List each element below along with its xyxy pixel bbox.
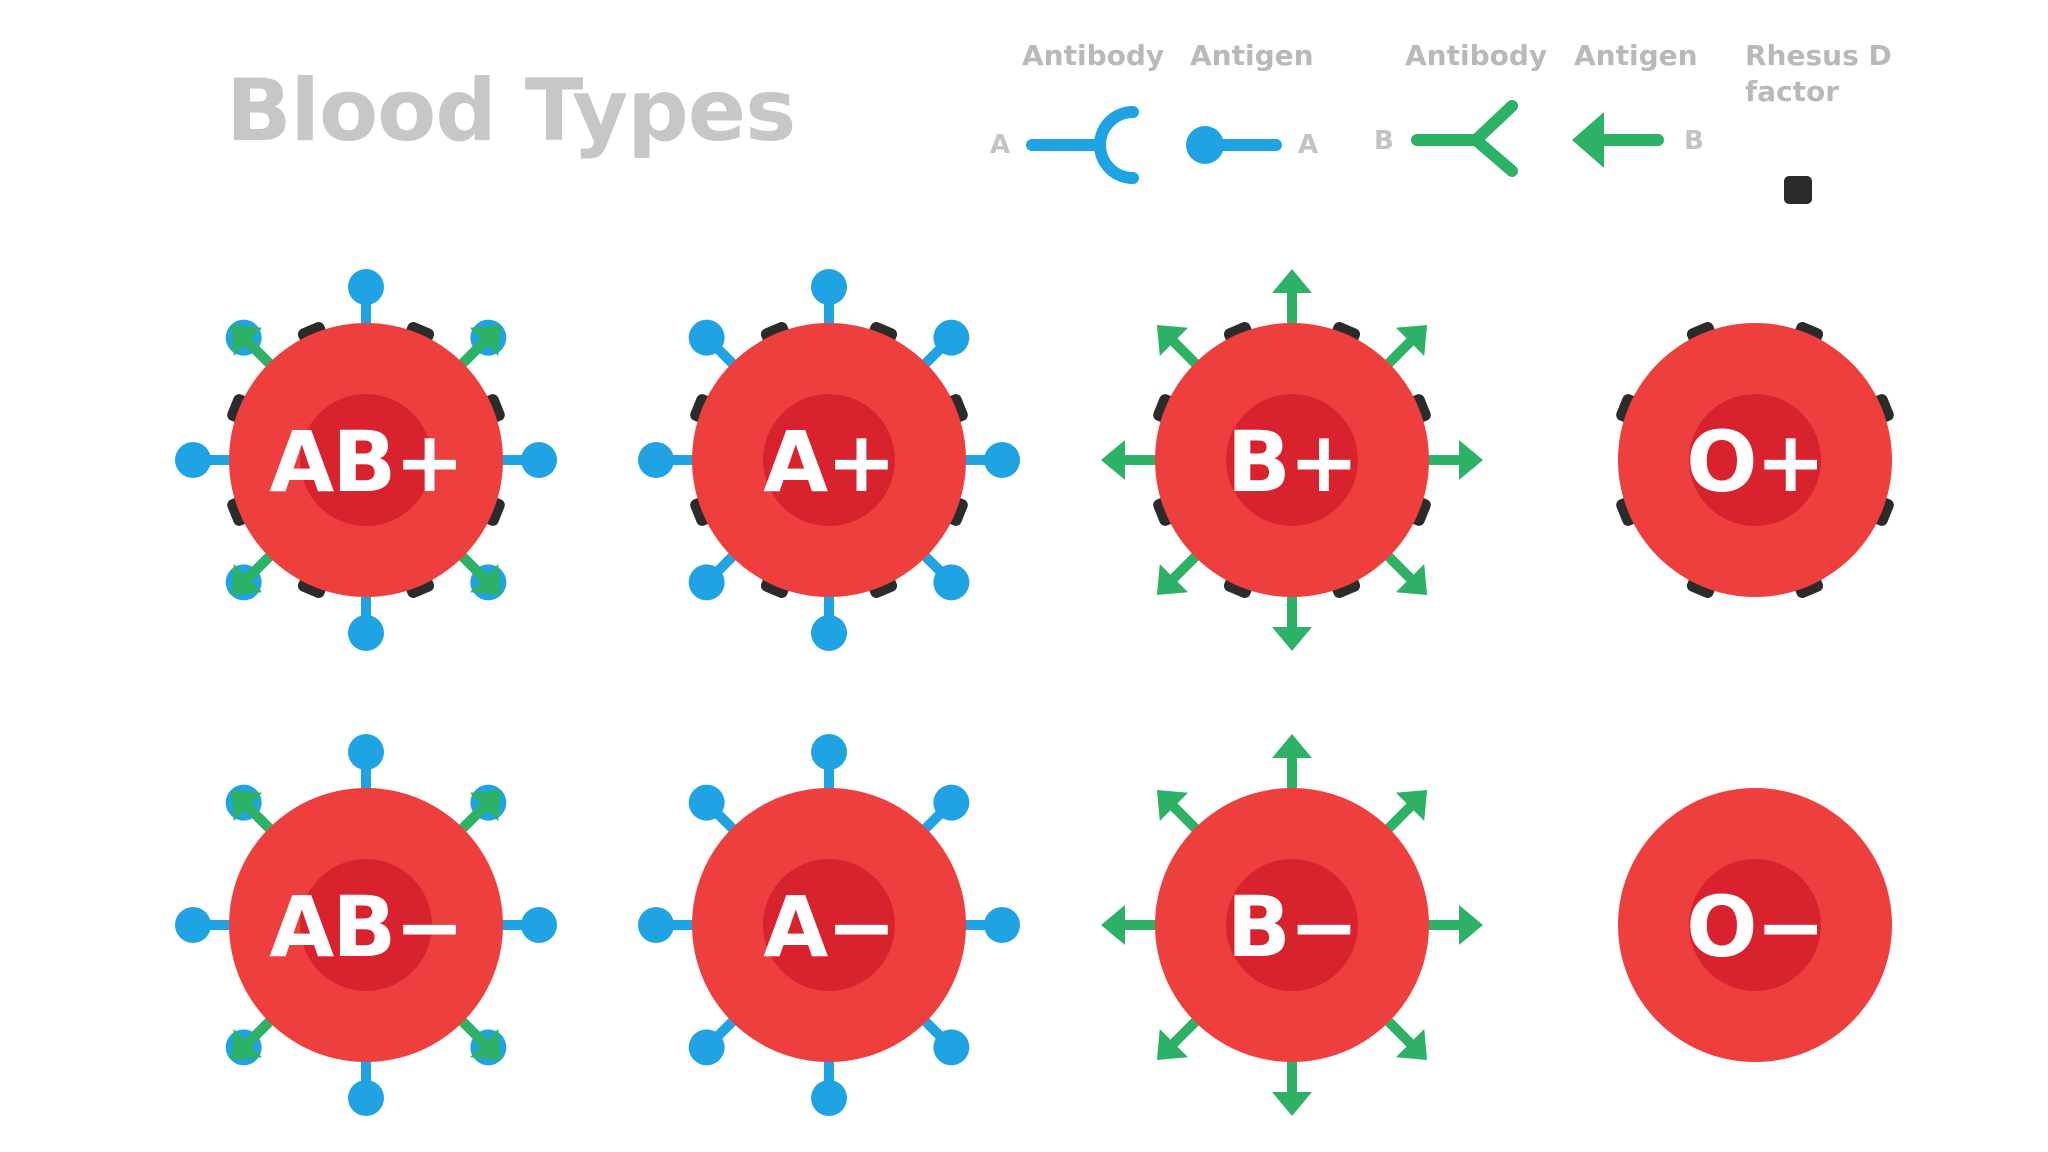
cell-inner bbox=[300, 859, 432, 991]
page-title: Blood Types bbox=[226, 61, 796, 161]
antigen-b-arrowhead bbox=[1395, 789, 1428, 822]
blood-type-label: A+ bbox=[763, 413, 894, 511]
blood-cell-a-neg: A− bbox=[638, 734, 1020, 1116]
antigen-a-ball bbox=[175, 907, 211, 943]
blood-type-label: AB− bbox=[269, 878, 462, 976]
cell-inner bbox=[763, 394, 895, 526]
antigen-b-arrowhead bbox=[1272, 1092, 1312, 1116]
antigen-b-arrowhead bbox=[1101, 440, 1125, 480]
antigen-b-arrowhead bbox=[469, 563, 502, 596]
antigen-a-ball bbox=[811, 734, 847, 770]
blood-type-label: B+ bbox=[1227, 413, 1357, 511]
antigen-a-ball bbox=[688, 319, 725, 356]
antigen-b-arrowhead bbox=[1156, 1028, 1189, 1061]
blood-cell-o-pos: O+ bbox=[1616, 322, 1894, 598]
antigen-a-ball bbox=[348, 615, 384, 651]
antigen-b-arrowhead bbox=[1459, 440, 1483, 480]
antigen-b-arrowhead bbox=[1156, 789, 1189, 822]
antigen-a-ball bbox=[984, 907, 1020, 943]
antigen-a-ball bbox=[638, 442, 674, 478]
cell-inner bbox=[1689, 859, 1821, 991]
rhesus-factor-icon bbox=[1784, 176, 1812, 204]
antigen-a-ball bbox=[348, 269, 384, 305]
antigen-b-arrowhead bbox=[230, 324, 263, 357]
cell-inner bbox=[1689, 394, 1821, 526]
legend-rhesus-heading-line2: factor bbox=[1745, 74, 1840, 108]
antigen-b-arrowhead bbox=[1101, 905, 1125, 945]
blood-cell-b-pos: B+ bbox=[1101, 269, 1483, 651]
antigen-b-arrowhead bbox=[469, 789, 502, 822]
antigen-b-arrowhead bbox=[230, 1028, 263, 1061]
antigen-b-arrowhead bbox=[1272, 269, 1312, 293]
blood-cell-ab-neg: AB− bbox=[175, 734, 557, 1116]
antigen-a-ball bbox=[521, 907, 557, 943]
antigen-a-ball bbox=[933, 319, 970, 356]
antigen-a-ball bbox=[933, 564, 970, 601]
antibody-a-icon bbox=[1026, 106, 1139, 184]
antigen-a-ball bbox=[175, 442, 211, 478]
legend-rhesus-heading: Rhesus D factor bbox=[1745, 38, 1892, 110]
antigen-a-icon bbox=[1186, 126, 1282, 164]
legend-antibody-a-heading: Antibody bbox=[1022, 39, 1165, 72]
antibody-b-icon bbox=[1411, 100, 1518, 177]
antigen-b-arrowhead bbox=[1156, 324, 1189, 357]
antigen-b-arrowhead bbox=[1395, 1028, 1428, 1061]
cells-layer: AB+ A+ B+ O+ AB− A− B− O− bbox=[175, 269, 1894, 1116]
blood-cell-b-neg: B− bbox=[1101, 734, 1483, 1116]
antigen-b-arrowhead bbox=[1272, 627, 1312, 651]
antigen-a-ball bbox=[811, 615, 847, 651]
legend-antigen-b-heading: Antigen bbox=[1574, 39, 1698, 72]
antigen-a-ball bbox=[811, 1080, 847, 1116]
antigen-a-ball bbox=[348, 1080, 384, 1116]
legend-antigen-b-letter: B bbox=[1684, 126, 1704, 156]
cell-inner bbox=[300, 394, 432, 526]
cell-inner bbox=[1226, 394, 1358, 526]
antigen-a-ball bbox=[348, 734, 384, 770]
legend-icons bbox=[1026, 100, 1812, 204]
antigen-b-arrowhead bbox=[230, 563, 263, 596]
antigen-a-ball bbox=[811, 269, 847, 305]
legend-antibody-b-letter: B bbox=[1374, 126, 1394, 156]
antigen-b-arrowhead bbox=[469, 324, 502, 357]
blood-cell-a-pos: A+ bbox=[638, 269, 1020, 651]
blood-cell-ab-pos: AB+ bbox=[175, 269, 557, 651]
antigen-a-ball bbox=[688, 1029, 725, 1066]
blood-cell-o-neg: O− bbox=[1618, 788, 1892, 1062]
antigen-a-ball bbox=[933, 1029, 970, 1066]
antigen-b-icon bbox=[1572, 112, 1664, 168]
cell-inner bbox=[763, 859, 895, 991]
antigen-b-arrowhead bbox=[230, 789, 263, 822]
antigen-b-arrowhead bbox=[1272, 734, 1312, 758]
legend-rhesus-heading-line1: Rhesus D bbox=[1745, 39, 1892, 72]
antigen-b-arrowhead bbox=[469, 1028, 502, 1061]
antigen-a-ball bbox=[688, 784, 725, 821]
antigen-b-arrowhead bbox=[1459, 905, 1483, 945]
antigen-b-arrowhead bbox=[1395, 563, 1428, 596]
legend-antibody-b-heading: Antibody bbox=[1405, 39, 1548, 72]
antigen-a-ball bbox=[688, 564, 725, 601]
antigen-b-markers bbox=[1101, 269, 1483, 651]
antigen-a-markers bbox=[638, 734, 1020, 1116]
antigen-a-ball bbox=[984, 442, 1020, 478]
blood-type-label: B− bbox=[1227, 878, 1357, 976]
legend-antibody-a-letter: A bbox=[990, 130, 1011, 160]
antigen-a-ball bbox=[521, 442, 557, 478]
cell-inner bbox=[1226, 859, 1358, 991]
antigen-a-ball bbox=[933, 784, 970, 821]
legend-antigen-a-letter: A bbox=[1298, 130, 1319, 160]
blood-type-label: A− bbox=[763, 878, 894, 976]
blood-type-label: O+ bbox=[1686, 413, 1824, 511]
antigen-a-ball bbox=[638, 907, 674, 943]
blood-type-label: AB+ bbox=[269, 413, 462, 511]
legend-antigen-a-heading: Antigen bbox=[1190, 39, 1314, 72]
antigen-b-arrowhead bbox=[1395, 324, 1428, 357]
antigen-b-arrowhead bbox=[1156, 563, 1189, 596]
blood-type-label: O− bbox=[1686, 878, 1824, 976]
